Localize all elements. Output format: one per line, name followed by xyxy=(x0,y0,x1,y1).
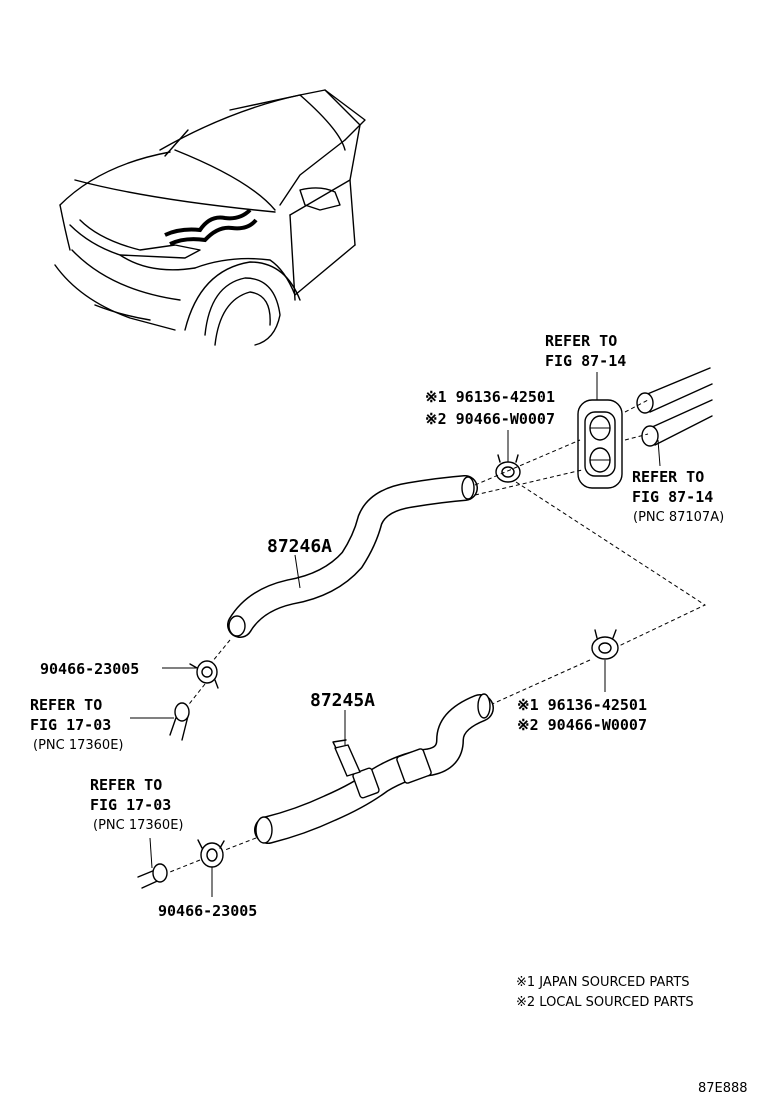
label-refer-left-lower-3: (PNC 17360E) xyxy=(93,818,184,833)
car-illustration xyxy=(54,89,366,346)
label-upper-clamp-1: ※1 96136-42501 xyxy=(425,388,555,406)
leader-left-lower-pipe xyxy=(149,837,153,869)
left-upper-clamp xyxy=(189,660,219,689)
heater-grommet xyxy=(577,399,623,489)
label-refer-left-upper-3: (PNC 17360E) xyxy=(33,738,124,753)
figure-id: 87E888 xyxy=(698,1081,748,1096)
label-hose-upper: 87246A xyxy=(267,536,332,557)
label-clamp-left-upper: 90466-23005 xyxy=(40,660,139,678)
dashed-upper-connection xyxy=(474,399,649,496)
note-japan-sourced: ※1 JAPAN SOURCED PARTS xyxy=(516,975,690,990)
label-upper-clamp-2: ※2 90466-W0007 xyxy=(425,410,555,428)
label-refer-left-lower-1: REFER TO xyxy=(90,776,162,794)
label-lower-clamp-2: ※2 90466-W0007 xyxy=(517,716,647,734)
lower-right-clamp xyxy=(591,629,619,660)
label-clamp-left-lower: 90466-23005 xyxy=(158,902,257,920)
label-refer-left-upper-2: FIG 17-03 xyxy=(30,716,111,734)
label-refer-left-lower-2: FIG 17-03 xyxy=(90,796,171,814)
hose-87246a xyxy=(227,475,478,638)
leader-87246a xyxy=(294,554,301,589)
note-local-sourced: ※2 LOCAL SOURCED PARTS xyxy=(516,995,694,1010)
left-lower-clamp xyxy=(197,839,225,868)
label-refer-right-3: (PNC 87107A) xyxy=(633,510,724,525)
label-refer-right-1: REFER TO xyxy=(632,468,704,486)
dashed-left-lower xyxy=(169,837,257,873)
hose-87245a xyxy=(254,693,494,844)
label-hose-lower: 87245A xyxy=(310,690,375,711)
label-refer-top-2: FIG 87-14 xyxy=(545,352,626,370)
left-upper-pipe xyxy=(169,702,190,741)
label-refer-left-upper-1: REFER TO xyxy=(30,696,102,714)
left-lower-pipe xyxy=(137,863,168,889)
dashed-left-upper xyxy=(185,639,231,709)
label-refer-top-1: REFER TO xyxy=(545,332,617,350)
label-lower-clamp-1: ※1 96136-42501 xyxy=(517,696,647,714)
dashed-long-connection xyxy=(489,481,707,706)
heater-pipes xyxy=(636,367,713,467)
label-refer-right-2: FIG 87-14 xyxy=(632,488,713,506)
